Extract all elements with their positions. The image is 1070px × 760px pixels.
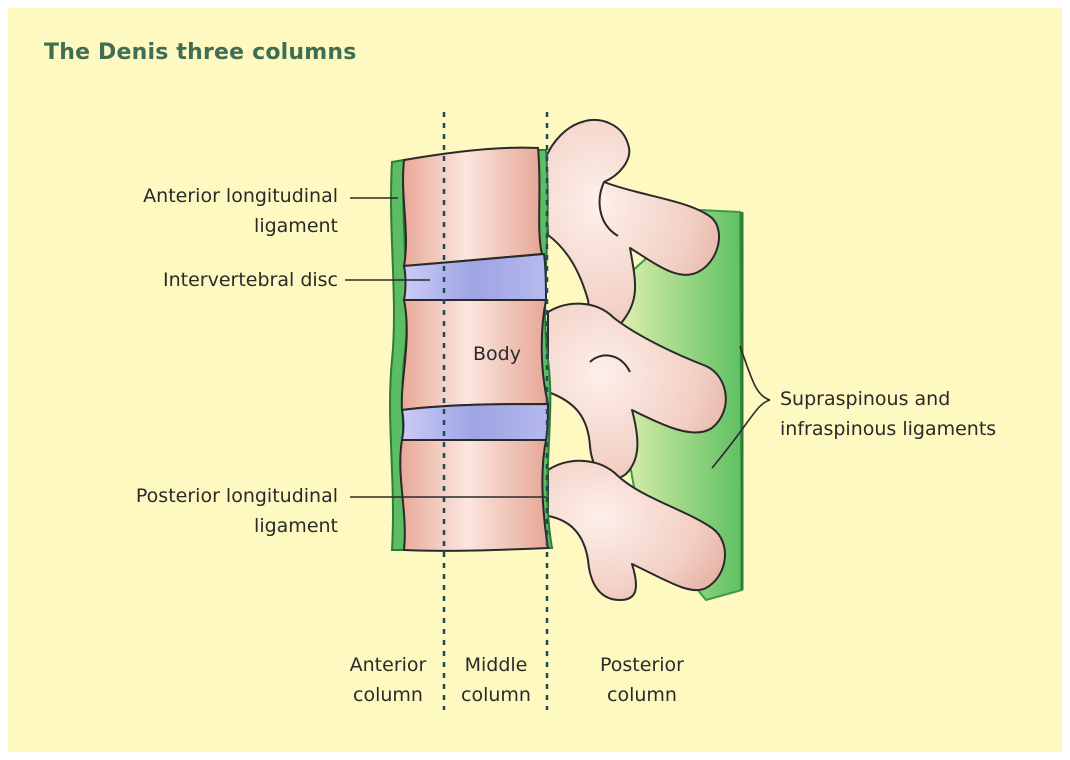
- anterior-column-line-1: Anterior: [340, 650, 436, 680]
- anterior-column-line-2: column: [340, 680, 436, 710]
- posterior-ligament-line-2: ligament: [136, 511, 338, 541]
- supraspinous-line-2: infraspinous ligaments: [780, 414, 996, 444]
- label-intervertebral-disc: Intervertebral disc: [163, 265, 338, 295]
- label-posterior-column: Posterior column: [590, 650, 694, 710]
- label-anterior-longitudinal-ligament: Anterior longitudinal ligament: [143, 181, 338, 241]
- anterior-ligament-line-1: Anterior longitudinal: [143, 181, 338, 211]
- label-anterior-column: Anterior column: [340, 650, 436, 710]
- label-supraspinous-ligaments: Supraspinous and infraspinous ligaments: [780, 384, 996, 444]
- body-text: Body: [452, 339, 542, 369]
- posterior-column-line-1: Posterior: [590, 650, 694, 680]
- posterior-ligament-line-1: Posterior longitudinal: [136, 481, 338, 511]
- posterior-column-line-2: column: [590, 680, 694, 710]
- anterior-ligament-line-2: ligament: [143, 211, 338, 241]
- supraspinous-line-1: Supraspinous and: [780, 384, 996, 414]
- label-posterior-longitudinal-ligament: Posterior longitudinal ligament: [136, 481, 338, 541]
- label-body: Body: [452, 339, 542, 369]
- middle-column-line-1: Middle: [448, 650, 544, 680]
- intervertebral-disc-text: Intervertebral disc: [163, 265, 338, 295]
- middle-column-line-2: column: [448, 680, 544, 710]
- label-middle-column: Middle column: [448, 650, 544, 710]
- intervertebral-disc-lower: [402, 404, 548, 440]
